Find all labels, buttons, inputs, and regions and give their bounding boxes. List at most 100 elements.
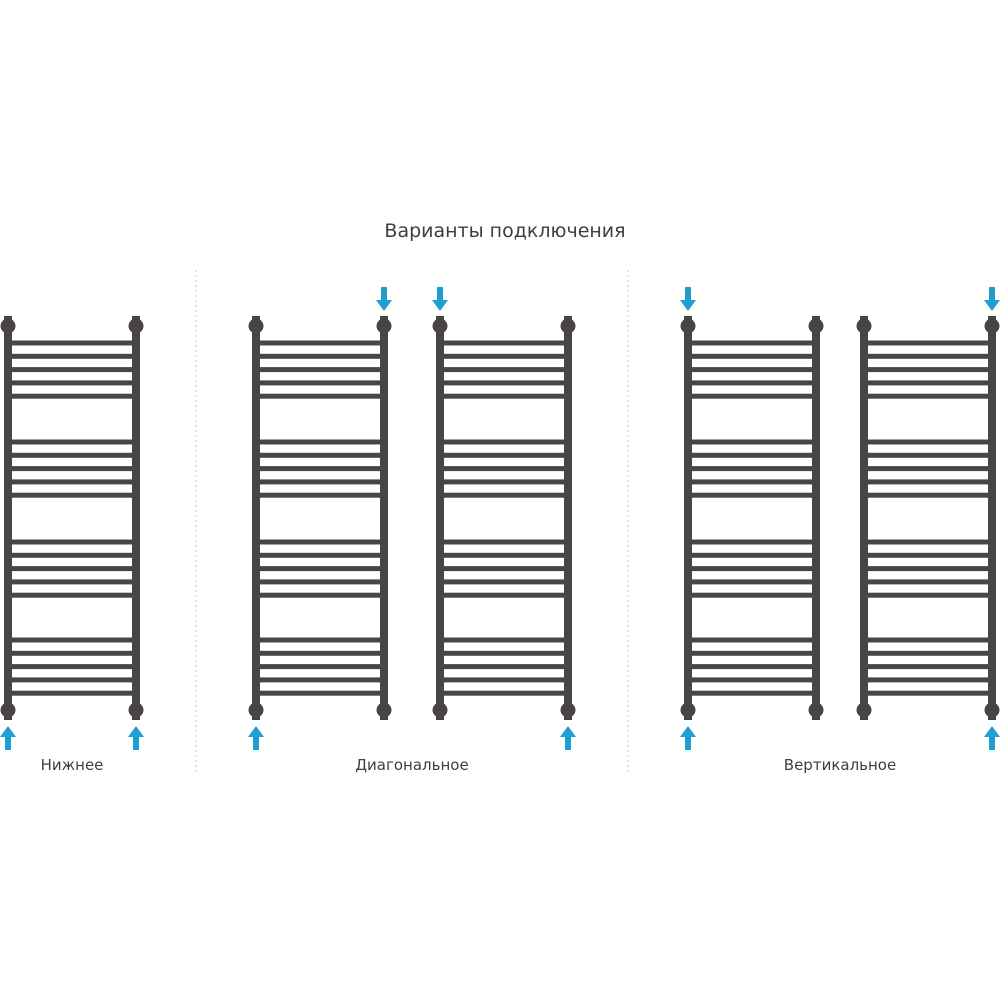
arrow-up-icon [248,726,264,750]
arrow-down-icon [984,287,1000,311]
radiator-crossbar [8,340,136,346]
radiator-crossbar [440,466,568,472]
radiator-crossbar [864,677,992,683]
radiator-crossbar [440,552,568,558]
label-bottom-connection: Нижнее [40,756,104,774]
radiator-crossbar [440,439,568,445]
radiator-crossbar [256,353,384,359]
radiator-crossbar [688,592,816,598]
radiator-rail [436,322,444,714]
radiator-crossbar [256,539,384,545]
radiator-cap-top [860,316,868,320]
radiator-crossbar [8,439,136,445]
radiator-rail [252,322,260,714]
radiator-crossbar [256,592,384,598]
radiator-crossbar [688,690,816,696]
radiator-cap [560,318,576,334]
radiator-crossbar [256,492,384,498]
radiator-crossbar [440,492,568,498]
radiator-cap [808,702,824,718]
radiator-cap-bottom [684,716,692,720]
radiator-cap [0,702,16,718]
radiator-crossbar [8,393,136,399]
radiator-crossbar [864,492,992,498]
radiator-cap [680,318,696,334]
radiator-rail [684,322,692,714]
radiator-crossbar [8,552,136,558]
radiator-cap [560,702,576,718]
radiator-crossbar [440,690,568,696]
radiator-crossbar [440,452,568,458]
radiator-rail [988,322,996,714]
radiator-crossbar [864,439,992,445]
radiator-cap-bottom [564,716,572,720]
radiator-crossbar [864,637,992,643]
radiator-crossbar [440,664,568,670]
radiator-cap-bottom [252,716,260,720]
arrow-down-icon [680,287,696,311]
arrow-up-icon [680,726,696,750]
radiator-crossbar [440,677,568,683]
radiator-crossbar [440,367,568,373]
radiator-crossbar [8,492,136,498]
label-diagonal-connection: Диагональное [355,756,469,774]
radiator-crossbar [256,367,384,373]
radiator-cap-top [812,316,820,320]
radiator-crossbar [256,677,384,683]
radiator-crossbar [688,664,816,670]
radiator-cap [856,702,872,718]
radiator-crossbar [8,664,136,670]
radiator-cap-top [988,316,996,320]
radiator-crossbar [864,592,992,598]
radiator-rail [4,322,12,714]
radiator-crossbar [688,566,816,572]
radiator-cap-top [380,316,388,320]
radiator-crossbar [688,579,816,585]
radiator-crossbar [864,466,992,472]
radiator-crossbar [864,367,992,373]
radiator-crossbar [440,650,568,656]
radiator-cap-bottom [988,716,996,720]
radiator-crossbar [8,539,136,545]
radiator-crossbar [688,677,816,683]
radiator-crossbar [688,353,816,359]
radiator-crossbar [256,466,384,472]
radiator-crossbar [688,340,816,346]
radiator-crossbar [8,466,136,472]
radiator-crossbar [688,637,816,643]
radiator-crossbar [8,579,136,585]
radiator-cap [984,702,1000,718]
radiator-crossbar [688,479,816,485]
radiator-crossbar [864,353,992,359]
radiator-crossbar [440,637,568,643]
radiator-cap [856,318,872,334]
radiator-cap [128,318,144,334]
radiator-rail [132,322,140,714]
arrow-up-icon [0,726,16,750]
radiator-cap [128,702,144,718]
radiator-crossbar [440,479,568,485]
radiator-crossbar [8,479,136,485]
radiator-cap-bottom [812,716,820,720]
radiator-crossbar [688,539,816,545]
radiator-crossbar [688,439,816,445]
radiator-crossbar [256,690,384,696]
radiator-crossbar [8,650,136,656]
radiator-cap [376,318,392,334]
radiator-crossbar [864,539,992,545]
radiator-crossbar [440,353,568,359]
radiator-crossbar [688,393,816,399]
radiator-crossbar [688,452,816,458]
radiator-crossbar [864,552,992,558]
radiator-crossbar [256,439,384,445]
radiator-cap [0,318,16,334]
radiator-crossbar [440,393,568,399]
diagram-title: Варианты подключения [384,220,626,242]
radiator-crossbar [256,579,384,585]
radiator-crossbar [8,566,136,572]
radiator-cap-top [4,316,12,320]
radiator-crossbar [864,579,992,585]
radiator-crossbar [256,637,384,643]
radiator-rail [812,322,820,714]
